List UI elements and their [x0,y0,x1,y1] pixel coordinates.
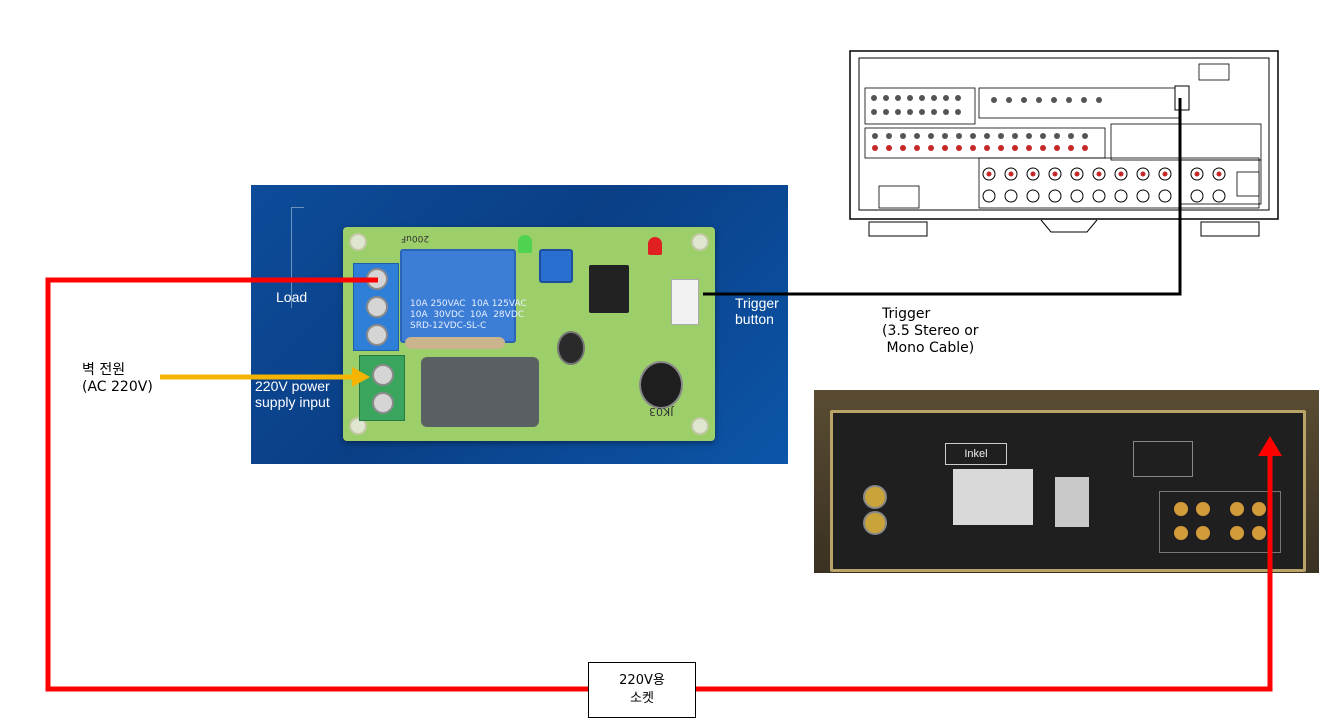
capacitor [557,331,585,365]
power-wire [45,277,588,692]
wall-power-arrowhead [352,367,370,387]
resistor [405,337,505,349]
trigger-button-label: Trigger button [735,295,779,327]
screw-terminal [366,324,388,346]
screw-terminal [366,296,388,318]
power-input-label: 220V power supply input [255,378,330,410]
preout-jacks [1133,441,1193,477]
power-wire-to-amp [694,455,1273,692]
trigger-cable-label: Trigger (3.5 Stereo or Mono Cable) [882,306,979,357]
amp-power-arrowhead [1258,436,1282,456]
relay-spec-text: 10A 250VAC 10A 125VAC 10A 30VDC 10A 28VD… [410,299,527,331]
load-label: Load [276,289,308,305]
mount-hole [691,233,709,251]
trigger-cable-title: Trigger [882,306,931,322]
film-capacitor [421,357,539,427]
screw-terminal [372,364,394,386]
socket-label-line2: 소켓 [630,691,654,706]
spec-label [953,469,1033,525]
speaker-terminals [1159,491,1281,553]
trigger-cable-type-cont: Mono Cable) [882,340,975,356]
socket-label-line1: 220V용 [619,673,665,688]
rca-jack [863,485,887,509]
amplifier-rear-panel: Inkel [830,410,1306,572]
relay-board-photo: Load Trigger button 220V power supply in… [251,185,788,464]
mount-hole [691,417,709,435]
rca-jack [863,511,887,535]
load-bracket [291,207,304,308]
power-terminal-block [359,355,405,421]
trigger-wire [703,98,1182,296]
warranty-sticker [1055,477,1089,527]
red-led [648,237,662,255]
trigger-connector [671,279,699,325]
wall-power-voltage: (AC 220V) [82,379,153,395]
ic-chip [589,265,629,313]
amp-brand-badge: Inkel [945,443,1007,465]
mount-hole [349,233,367,251]
wall-power-title: 벽 전원 [82,362,126,378]
screw-terminal [372,392,394,414]
av-receiver-rear-panel [849,50,1279,237]
amplifier-rear-photo: Inkel [814,390,1319,573]
wall-power-label: 벽 전원 (AC 220V) [82,362,153,396]
potentiometer [539,249,573,283]
pcb: 10A 250VAC 10A 125VAC 10A 30VDC 10A 28VD… [343,227,715,441]
relay: 10A 250VAC 10A 125VAC 10A 30VDC 10A 28VD… [400,249,527,343]
trigger-cable-type: (3.5 Stereo or [882,323,979,339]
mount-hole [349,417,367,435]
green-led [518,235,532,253]
capacitor-large [639,361,683,409]
socket-box: 220V용 소켓 [588,662,696,718]
